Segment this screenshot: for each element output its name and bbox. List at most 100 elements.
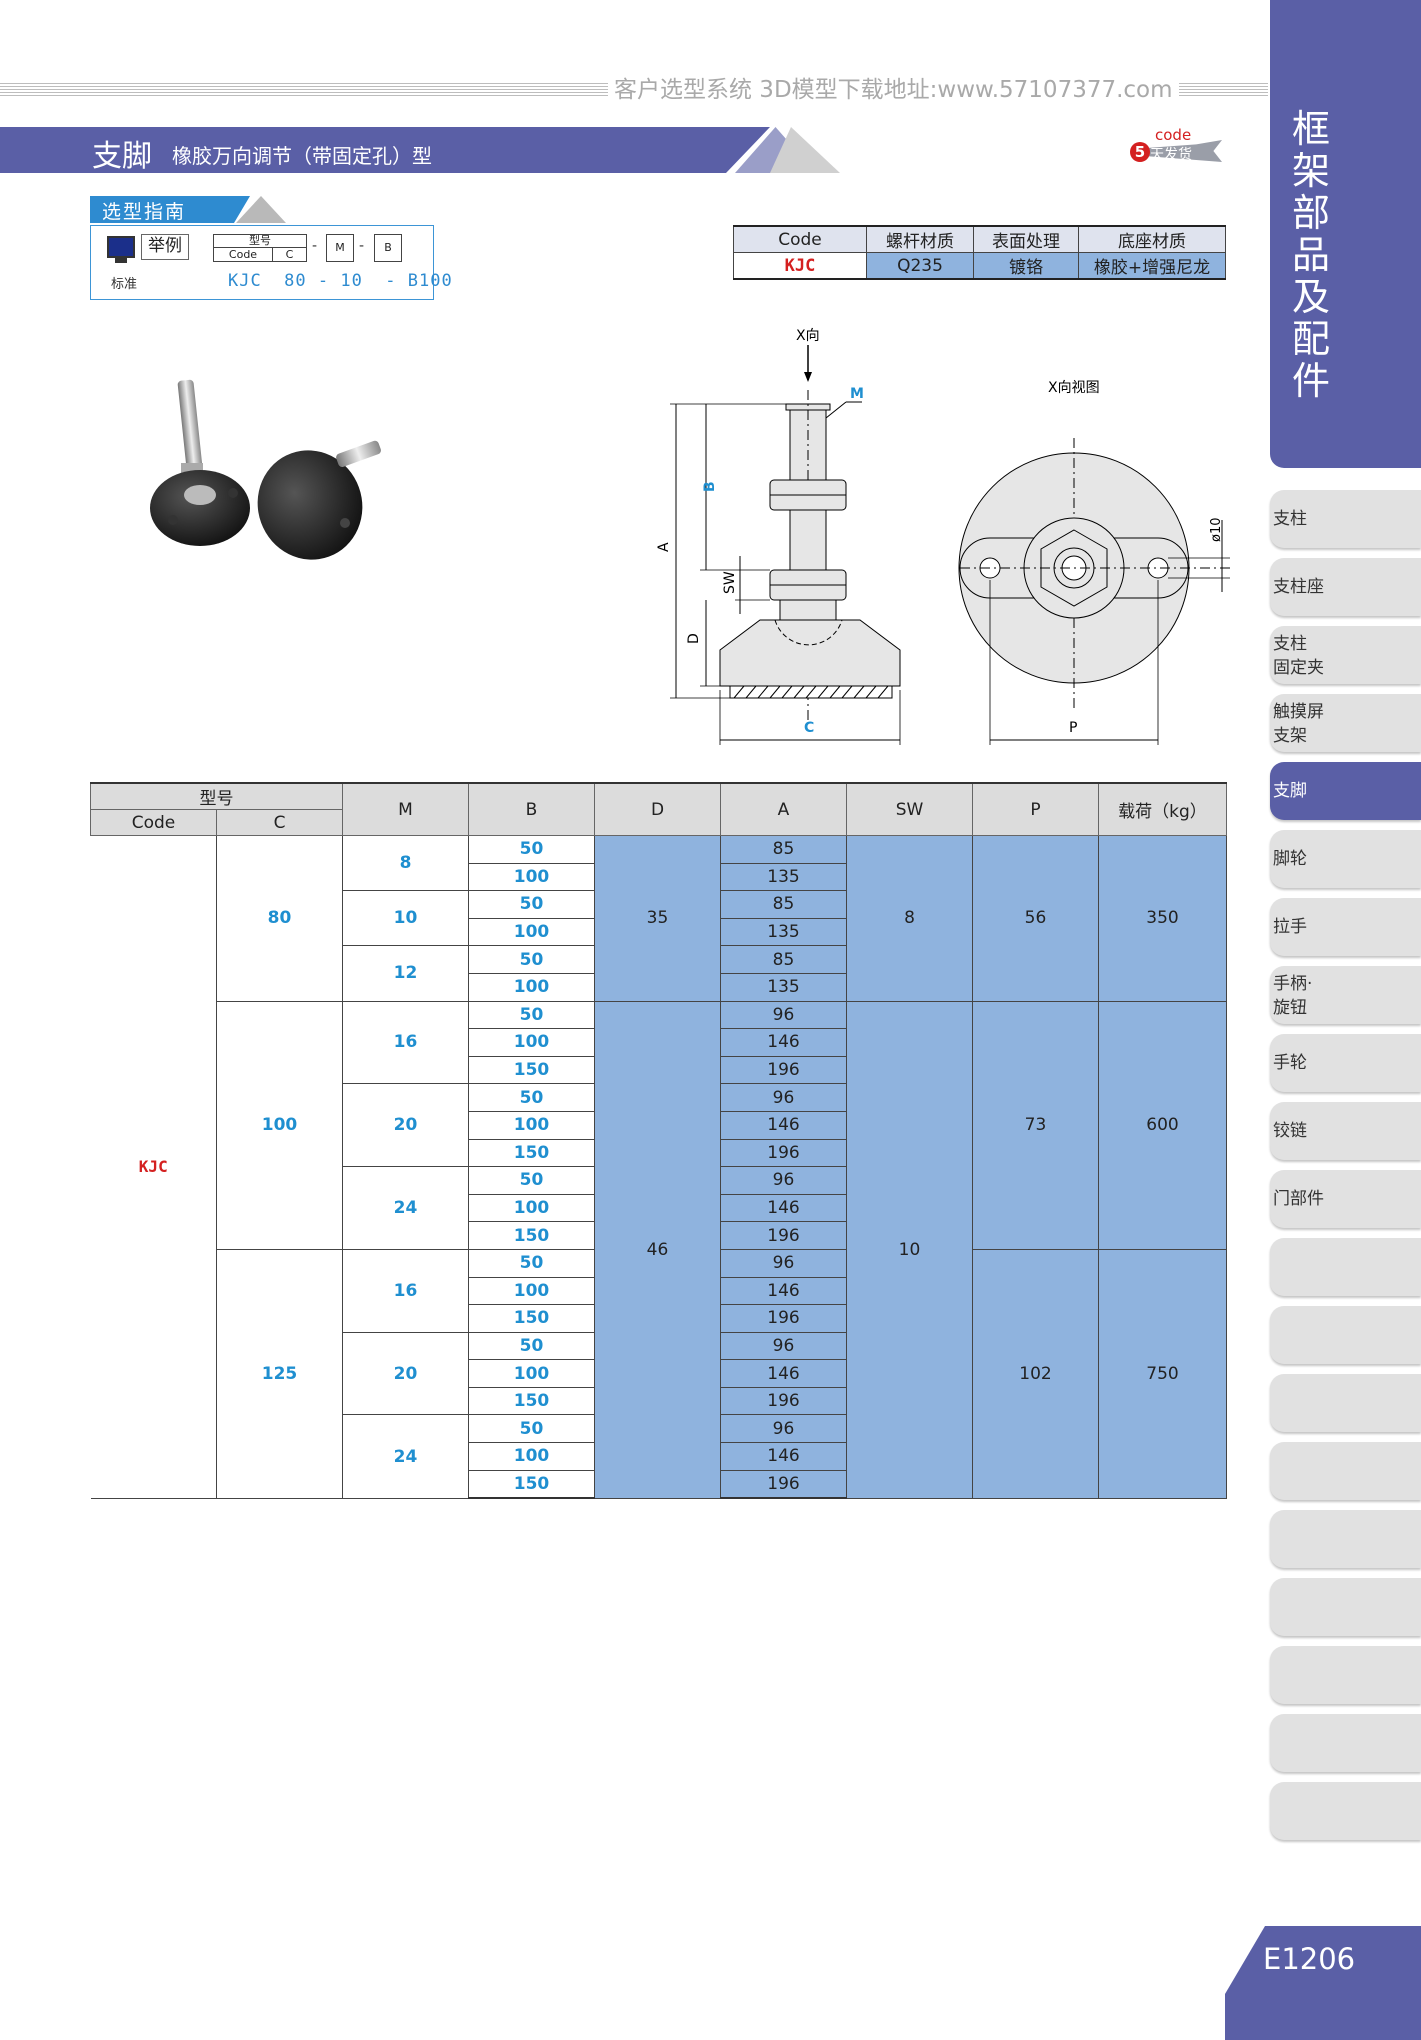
- a-cell: 146: [720, 1442, 847, 1471]
- selection-guide-label: 选型指南: [102, 201, 187, 223]
- m-cell: 16: [342, 1000, 469, 1085]
- a-cell: 196: [720, 1221, 847, 1250]
- spec-header: 螺杆材质: [866, 225, 974, 253]
- sidebar-item-handwheel[interactable]: 手轮: [1270, 1034, 1421, 1092]
- b-cell: 150: [468, 1138, 595, 1168]
- sidebar-item-touchscreen-bracket[interactable]: 触摸屏 支架: [1270, 694, 1421, 752]
- b-cell: 50: [468, 945, 595, 974]
- spec-header: Code: [733, 225, 867, 253]
- sw-cell: 8: [846, 835, 973, 1002]
- technical-drawing: X向 M A B D SW C X向视图 ø10 P: [656, 328, 1230, 745]
- sidebar-item-handle[interactable]: 拉手: [1270, 898, 1421, 956]
- sidebar-header: 框架部品及配件: [1270, 0, 1421, 468]
- m-cell: 20: [342, 1083, 469, 1168]
- sidebar-item-knob[interactable]: 手柄· 旋钮: [1270, 966, 1421, 1024]
- sidebar-item-empty[interactable]: [1270, 1238, 1421, 1296]
- sidebar-item-pillar[interactable]: 支柱: [1270, 490, 1421, 548]
- b-cell: 50: [468, 1414, 595, 1444]
- b-cell: 100: [468, 862, 595, 892]
- a-cell: 196: [720, 1386, 847, 1416]
- badge-days: 5: [1130, 142, 1150, 162]
- b-cell: 50: [468, 1083, 595, 1112]
- d-cell: 35: [594, 835, 721, 1002]
- c-cell: 125: [216, 1248, 343, 1499]
- sidebar-item-foot[interactable]: 支脚: [1270, 762, 1421, 820]
- b-cell: 150: [468, 1221, 595, 1250]
- a-header: A: [720, 782, 847, 836]
- sidebar-item-pillar-base[interactable]: 支柱座: [1270, 558, 1421, 616]
- delivery-badge: code 5 天发货: [1128, 126, 1228, 174]
- hole-dim-label: ø10: [1209, 518, 1224, 543]
- sidebar-item-door-parts[interactable]: 门部件: [1270, 1170, 1421, 1228]
- code-label: Code: [213, 247, 273, 262]
- b-header: B: [468, 782, 595, 836]
- p-cell: 102: [972, 1248, 1099, 1499]
- a-cell: 135: [720, 917, 847, 947]
- sidebar-item-empty[interactable]: [1270, 1714, 1421, 1772]
- sidebar-item-empty[interactable]: [1270, 1782, 1421, 1840]
- m-cell: 8: [342, 834, 469, 892]
- spec-header: 表面处理: [973, 225, 1079, 253]
- code-cell: KJC: [90, 835, 217, 1499]
- b-cell: 100: [468, 1276, 595, 1306]
- b-cell: 150: [468, 1055, 595, 1085]
- a-dim-label: A: [656, 542, 672, 552]
- c-header: C: [216, 809, 343, 836]
- model-header: 型号: [90, 782, 343, 810]
- example-value: KJC 80 - 10 - B100: [228, 271, 453, 291]
- sidebar-item-pillar-clamp[interactable]: 支柱 固定夹: [1270, 626, 1421, 684]
- a-cell: 96: [720, 1248, 847, 1278]
- p-cell: 73: [972, 1000, 1099, 1250]
- sidebar-item-empty[interactable]: [1270, 1646, 1421, 1704]
- a-cell: 96: [720, 1083, 847, 1112]
- b-cell: 100: [468, 1110, 595, 1140]
- spec-code: KJC: [733, 252, 867, 280]
- badge-ship-text: 天发货: [1150, 147, 1192, 163]
- b-cell: 100: [468, 917, 595, 947]
- b-cell: 150: [468, 1469, 595, 1500]
- d-header: D: [594, 782, 721, 836]
- category-sidebar: 框架部品及配件 支柱 支柱座 支柱 固定夹 触摸屏 支架 支脚 脚轮 拉手 手柄…: [1270, 0, 1421, 2040]
- page-number: E1206: [1263, 1942, 1356, 1976]
- model-label: 型号: [213, 234, 307, 248]
- a-cell: 96: [720, 1000, 847, 1030]
- page-number-tab: E1206: [1225, 1926, 1421, 2040]
- b-cell: 50: [468, 1248, 595, 1278]
- a-cell: 196: [720, 1304, 847, 1333]
- m-cell: 10: [342, 890, 469, 947]
- b-cell: 100: [468, 972, 595, 1002]
- a-cell: 146: [720, 1276, 847, 1306]
- d-dim-label: D: [686, 633, 702, 644]
- b-cell: 50: [468, 1166, 595, 1195]
- selection-guide-box: 举例 标准 型号 Code C - M - B KJC 80 - 10 - B1…: [90, 225, 452, 300]
- b-cell: 100: [468, 1359, 595, 1388]
- sidebar-item-caster[interactable]: 脚轮: [1270, 830, 1421, 888]
- load-cell: 750: [1098, 1248, 1227, 1499]
- m-cell: 24: [342, 1166, 469, 1250]
- example-label: 举例: [141, 234, 189, 260]
- b-cell: 50: [468, 835, 595, 864]
- a-cell: 146: [720, 1359, 847, 1388]
- sidebar-item-hinge[interactable]: 铰链: [1270, 1102, 1421, 1160]
- sw-dim-label: SW: [722, 571, 738, 594]
- b-cell: 100: [468, 1028, 595, 1057]
- p-cell: 56: [972, 835, 1099, 1002]
- sidebar-item-empty[interactable]: [1270, 1510, 1421, 1568]
- spec-base-material: 橡胶+增强尼龙: [1078, 252, 1226, 280]
- sidebar-item-empty[interactable]: [1270, 1306, 1421, 1364]
- b-label: B: [374, 234, 402, 262]
- load-header: 载荷（kg）: [1098, 782, 1227, 836]
- m-dim-label: M: [850, 386, 864, 402]
- top-banner: 客户选型系统 3D模型下载地址:www.57107377.com: [0, 77, 1268, 103]
- b-cell: 100: [468, 1442, 595, 1471]
- b-dim-label: B: [702, 481, 718, 492]
- p-header: P: [972, 782, 1099, 836]
- material-spec-table: Code 螺杆材质 表面处理 底座材质 KJC Q235 镀铬 橡胶+增强尼龙: [733, 225, 1226, 280]
- sidebar-item-empty[interactable]: [1270, 1374, 1421, 1432]
- sidebar-item-empty[interactable]: [1270, 1578, 1421, 1636]
- x-view-label: X向视图: [1048, 380, 1100, 396]
- sidebar-item-empty[interactable]: [1270, 1442, 1421, 1500]
- m-header: M: [342, 782, 469, 836]
- product-photo: [150, 379, 381, 560]
- product-title-bar: 支脚 橡胶万向调节（带固定孔）型: [0, 127, 840, 174]
